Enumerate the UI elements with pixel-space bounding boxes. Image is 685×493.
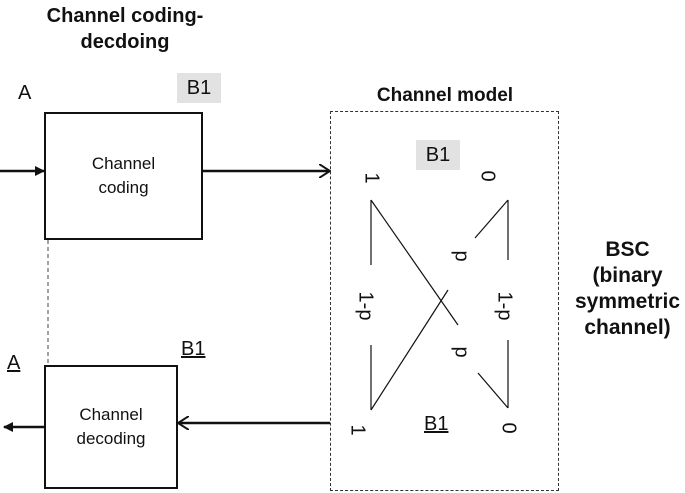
- diagram-title: Channel coding- decdoing: [20, 3, 230, 55]
- bsc-symbol-one-minus-p-left: 1-p: [354, 291, 377, 321]
- bsc-symbol-p-lower: p: [450, 346, 473, 358]
- label-a-bottom: A: [7, 352, 21, 374]
- channel-model-title: Channel model: [376, 85, 514, 106]
- label-b1-model-bottom: B1: [424, 413, 449, 435]
- bsc-right-top-diag: [474, 199, 509, 239]
- bsc-line-2: (binary: [592, 264, 663, 287]
- bsc-line-1: BSC: [605, 238, 650, 261]
- coding-line-1: Channel: [91, 154, 156, 173]
- bsc-symbol-right-bottom: 0: [497, 422, 520, 434]
- bsc-symbol-left-top: 1: [360, 172, 383, 184]
- bsc-description: BSC (binary symmetric channel): [570, 237, 685, 341]
- coding-line-2: coding: [98, 178, 149, 197]
- bsc-cross-1: [370, 199, 459, 326]
- bsc-right-bottom-diag: [477, 372, 509, 409]
- bsc-symbol-p-upper: p: [450, 250, 473, 262]
- channel-decoding-box: Channel decoding: [44, 365, 178, 489]
- channel-coding-box: Channel coding: [44, 112, 203, 240]
- bsc-symbol-one-minus-p-right: 1-p: [493, 291, 516, 321]
- title-line-2: decdoing: [80, 31, 170, 53]
- decoding-line-1: Channel: [79, 405, 143, 424]
- label-b1-model-top: B1: [416, 140, 460, 170]
- bsc-line-3: symmetric: [574, 290, 681, 313]
- bsc-cross-2: [370, 289, 449, 411]
- bsc-symbol-left-bottom: 1: [346, 424, 369, 436]
- channel-model-frame: [330, 111, 559, 491]
- bsc-line-4: channel): [584, 316, 671, 339]
- label-a-top: A: [18, 82, 32, 104]
- label-b1-top: B1: [177, 73, 221, 103]
- bsc-symbol-right-top: 0: [476, 170, 499, 182]
- decoding-line-2: decoding: [76, 429, 146, 448]
- label-b1-mid-left: B1: [181, 338, 206, 360]
- title-line-1: Channel coding-: [46, 5, 204, 27]
